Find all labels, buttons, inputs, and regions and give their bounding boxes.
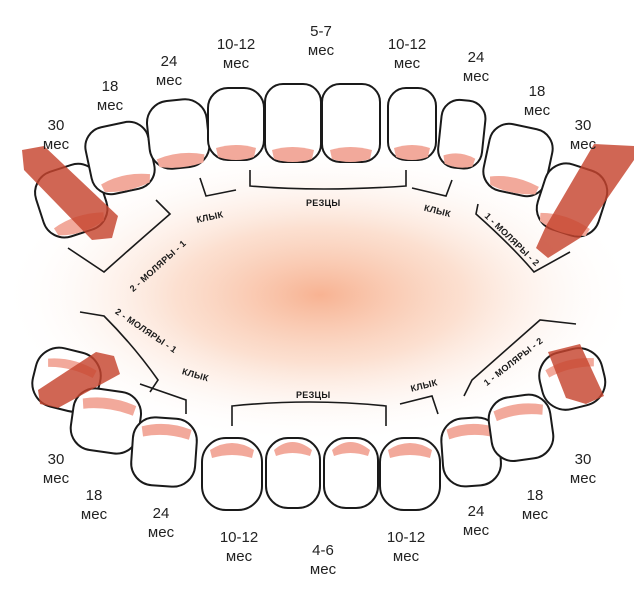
age-upper-5-7: 5-7 мес <box>308 22 334 60</box>
tooth-upper-right-18 <box>482 122 554 198</box>
age-number: 30 <box>47 117 65 134</box>
age-unit: мес <box>147 524 175 541</box>
age-unit: мес <box>462 68 490 85</box>
age-number: 18 <box>101 78 119 95</box>
age-lower-left-18: 18 мес <box>81 486 107 524</box>
mouth-glow <box>0 145 638 445</box>
tooth-upper-left-10-12 <box>207 87 265 161</box>
age-unit: мес <box>155 72 183 89</box>
eruption-mark-upper-right <box>536 144 634 258</box>
age-lower-left-24: 24 мес <box>148 504 174 542</box>
age-upper-right-18: 18 мес <box>524 82 550 120</box>
label-upper-incisors: РЕЗЦЫ <box>306 198 341 208</box>
age-lower-right-18: 18 мес <box>522 486 548 524</box>
tooth-upper-central-left <box>264 83 322 163</box>
bracket-lower-canine-right <box>399 395 439 415</box>
age-number: 10-12 <box>216 36 256 53</box>
bracket-upper-incisors <box>249 170 407 190</box>
age-lower-right-24: 24 мес <box>463 502 489 540</box>
age-lower-right-30: 30 мес <box>570 450 596 488</box>
age-number: 5-7 <box>310 23 332 40</box>
age-unit: мес <box>392 548 420 565</box>
age-unit: мес <box>462 522 490 539</box>
age-number: 18 <box>85 487 103 504</box>
age-unit: мес <box>222 55 250 72</box>
age-unit: мес <box>393 55 421 72</box>
age-unit: мес <box>569 470 597 487</box>
eruption-mark-lower-left <box>38 352 120 408</box>
bracket-upper-molars-left <box>67 199 172 274</box>
age-number: 10-12 <box>219 529 259 546</box>
upper-brackets <box>67 170 571 274</box>
tooth-lower-right-24 <box>440 416 502 488</box>
age-upper-right-30: 30 мес <box>570 116 596 154</box>
bracket-upper-molars-right <box>475 203 571 274</box>
age-upper-left-10-12: 10-12 мес <box>217 35 255 73</box>
age-unit: мес <box>225 548 253 565</box>
tooth-lower-right-18 <box>487 393 555 463</box>
label-lower-incisors: РЕЗЦЫ <box>296 390 331 400</box>
age-unit: мес <box>523 102 551 119</box>
age-number: 30 <box>47 451 65 468</box>
bracket-lower-molars-right <box>463 319 577 397</box>
age-upper-left-18: 18 мес <box>97 77 123 115</box>
tooth-lower-right-10-12 <box>379 437 441 511</box>
tooth-upper-right-24 <box>437 98 487 170</box>
age-unit: мес <box>521 506 549 523</box>
age-number: 10-12 <box>386 529 426 546</box>
bracket-lower-canine-left <box>139 383 187 414</box>
age-upper-left-24: 24 мес <box>156 52 182 90</box>
lower-brackets <box>79 311 577 426</box>
age-number: 18 <box>528 83 546 100</box>
bracket-upper-canine-right <box>411 179 453 197</box>
tooth-lower-left-24 <box>130 416 198 488</box>
age-lower-left-10-12: 10-12 мес <box>220 528 258 566</box>
eruption-mark-lower-right <box>548 344 604 404</box>
age-unit: мес <box>80 506 108 523</box>
bracket-upper-canine-left <box>199 177 237 197</box>
bracket-lower-molars-left <box>79 311 159 393</box>
age-lower-4-6: 4-6 мес <box>310 541 336 579</box>
tooth-upper-right-10-12 <box>387 87 437 161</box>
tooth-lower-central-right <box>323 437 379 509</box>
age-unit: мес <box>569 136 597 153</box>
age-unit: мес <box>42 470 70 487</box>
age-upper-right-24: 24 мес <box>463 48 489 86</box>
age-unit: мес <box>42 136 70 153</box>
age-lower-right-10-12: 10-12 мес <box>387 528 425 566</box>
age-number: 4-6 <box>312 542 334 559</box>
age-number: 24 <box>467 49 485 66</box>
age-number: 30 <box>574 451 592 468</box>
age-unit: мес <box>309 561 337 578</box>
age-lower-left-30: 30 мес <box>43 450 69 488</box>
age-unit: мес <box>307 42 335 59</box>
age-number: 24 <box>160 53 178 70</box>
age-number: 30 <box>574 117 592 134</box>
age-number: 24 <box>152 505 170 522</box>
eruption-mark-upper-left <box>22 146 118 240</box>
bracket-lower-incisors <box>231 401 387 426</box>
tooth-upper-left-18 <box>84 120 156 196</box>
tooth-lower-central-left <box>265 437 321 509</box>
age-upper-right-10-12: 10-12 мес <box>388 35 426 73</box>
age-number: 10-12 <box>387 36 427 53</box>
tooth-upper-left-24 <box>145 98 211 170</box>
tooth-lower-left-10-12 <box>201 437 263 511</box>
eruption-marks <box>22 144 634 408</box>
age-unit: мес <box>96 97 124 114</box>
age-number: 24 <box>467 503 485 520</box>
age-upper-left-30: 30 мес <box>43 116 69 154</box>
tooth-upper-central-right <box>321 83 381 163</box>
age-number: 18 <box>526 487 544 504</box>
